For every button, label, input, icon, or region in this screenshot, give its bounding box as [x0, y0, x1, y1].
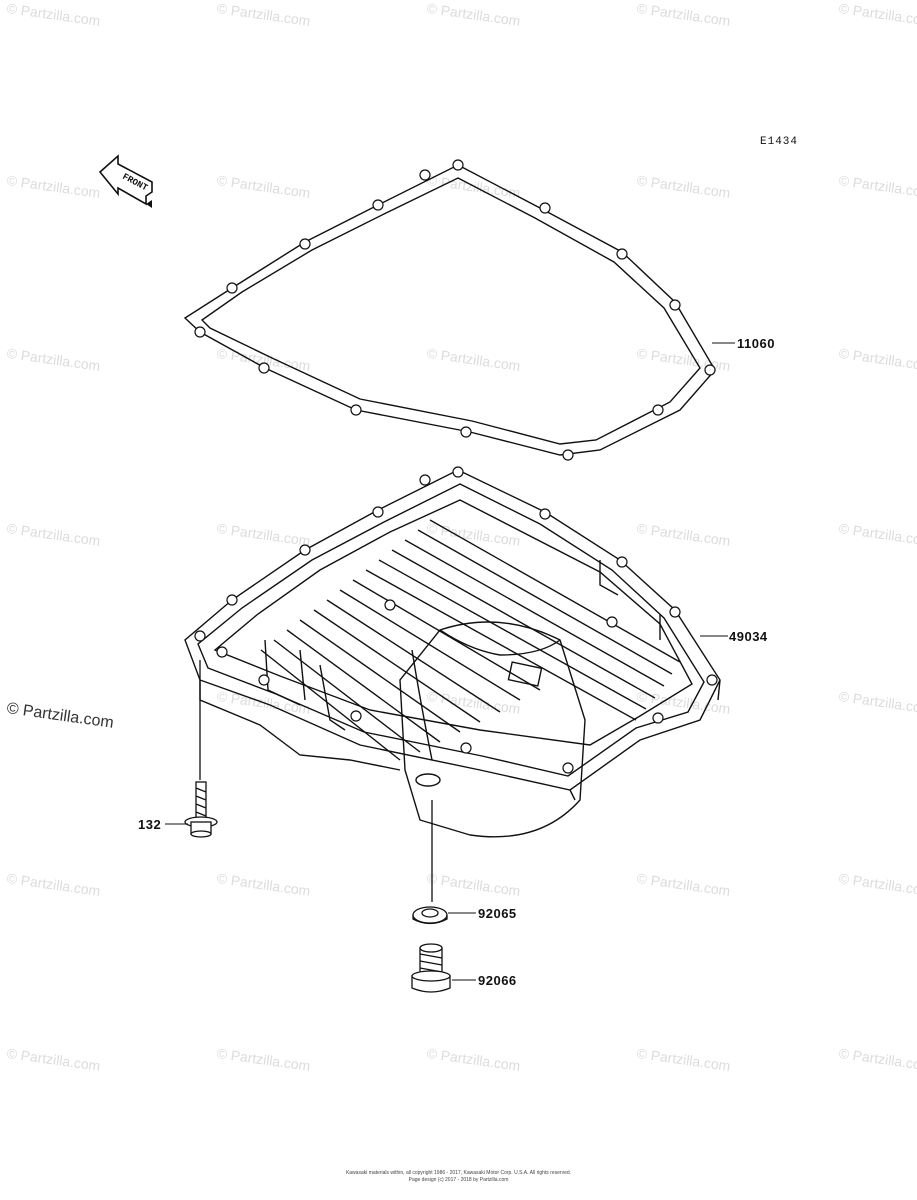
drain-plug-drawing: [411, 943, 451, 993]
copyright-line-1: Kawasaki materials within, all copyright…: [345, 1170, 572, 1176]
gasket-washer-drawing: [412, 800, 448, 925]
diagram-code: E1434: [760, 136, 799, 148]
front-arrow-icon: FRONT: [98, 154, 153, 208]
part-label-drain-plug[interactable]: 92066: [478, 973, 517, 988]
oil-pan-drawing: [184, 469, 721, 838]
part-label-gasket[interactable]: 11060: [737, 336, 775, 351]
gasket-holes: [194, 159, 716, 461]
bolt-drawing: [184, 660, 218, 838]
part-label-gasket-washer[interactable]: 92065: [478, 906, 517, 921]
oil-pan-holes: [194, 466, 718, 774]
part-label-oil-pan[interactable]: 49034: [729, 629, 768, 644]
leader-lines: [165, 342, 735, 981]
copyright-line-2: Page design (c) 2017 - 2018 by Partzilla…: [408, 1177, 509, 1183]
part-label-bolt[interactable]: 132: [138, 817, 162, 832]
gasket-drawing: [183, 164, 716, 456]
